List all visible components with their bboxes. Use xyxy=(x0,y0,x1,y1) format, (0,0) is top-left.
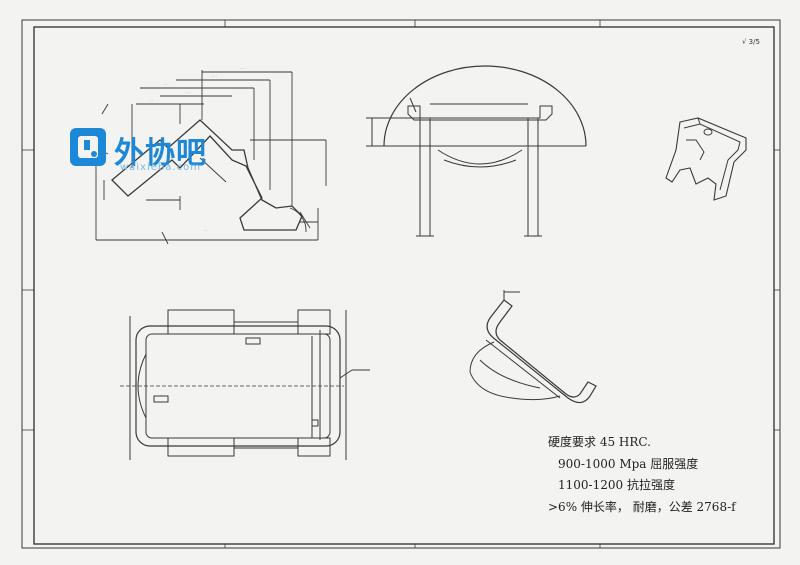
isometric-view xyxy=(665,117,747,201)
svg-text:· ·: · · xyxy=(150,99,153,103)
inner-border xyxy=(33,26,775,545)
surface-finish-tag: √ 3/5 xyxy=(742,38,760,46)
technical-requirements: 硬度要求 45 HRC. 900-1000 Mpa 屈服强度 1100-1200… xyxy=(548,432,788,518)
svg-text:· ·: · · xyxy=(164,83,167,87)
requirement-yield-strength: 900-1000 Mpa 屈服强度 xyxy=(558,456,699,471)
svg-text:· ·: · · xyxy=(186,91,189,95)
profile-view xyxy=(91,70,327,245)
section-view xyxy=(469,290,597,404)
requirement-elongation: >6% 伸长率， 耐磨，公差 2768-f xyxy=(548,499,736,514)
top-view xyxy=(120,309,370,460)
outer-border xyxy=(21,19,781,549)
svg-text:· · ·: · · · xyxy=(240,67,245,71)
svg-text:· ·: · · xyxy=(204,229,207,233)
front-view xyxy=(366,65,587,237)
watermark-title: 外协吧 xyxy=(114,136,207,171)
svg-text:· · ·: · · · xyxy=(212,75,217,79)
dimension-labels-profile: · · · · · · · · · · · · · · xyxy=(150,67,245,233)
requirement-tensile-strength: 1100-1200 抗拉强度 xyxy=(558,478,675,492)
watermark-subtitle: waixieba.com xyxy=(120,162,201,173)
requirement-hardness: 硬度要求 45 HRC. xyxy=(548,435,651,449)
watermark-logo-mark xyxy=(70,128,106,166)
watermark-logo: 外协吧 waixieba.com xyxy=(70,128,220,183)
zone-ticks xyxy=(22,20,780,548)
